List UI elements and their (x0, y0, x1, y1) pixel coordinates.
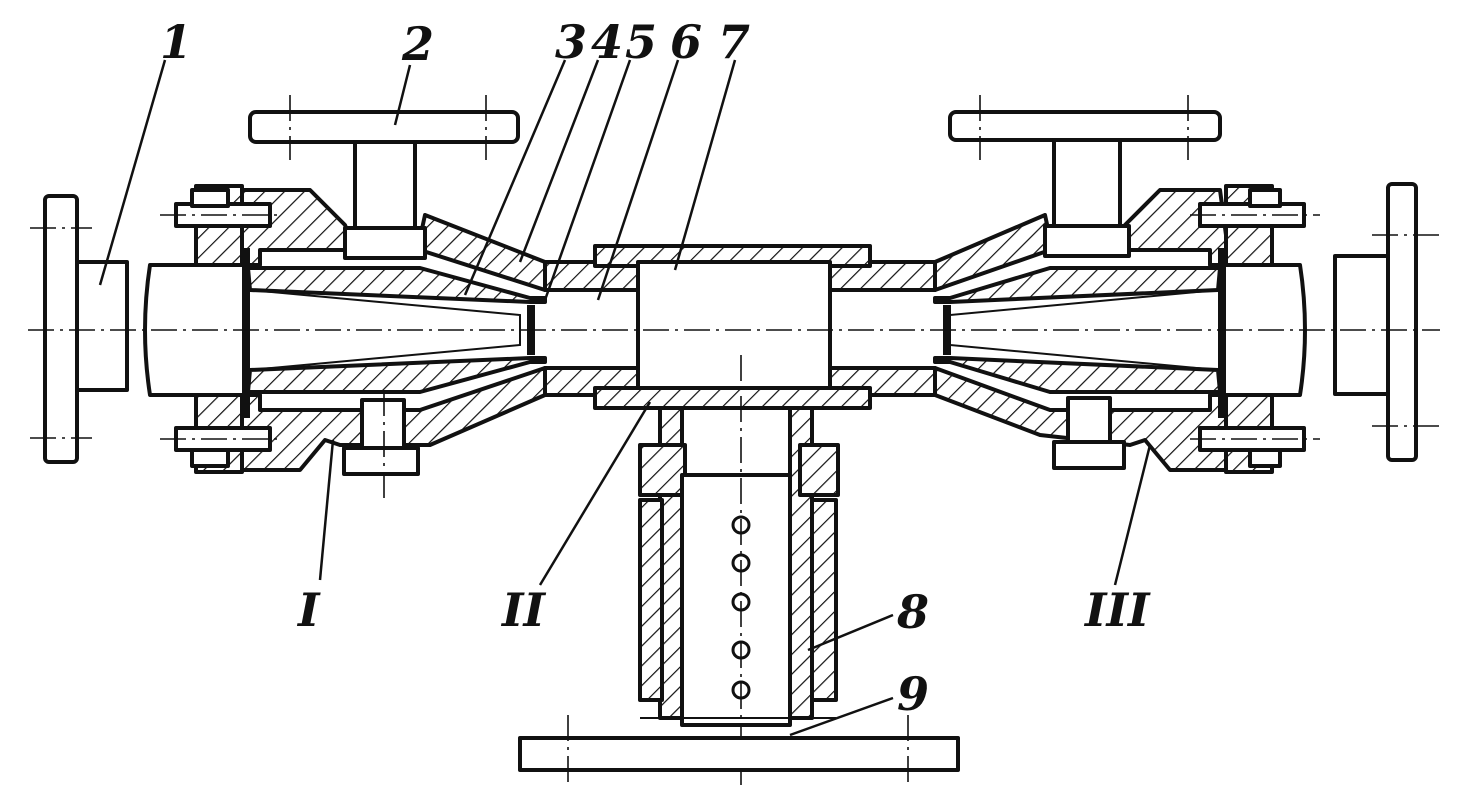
label-4: 4 (591, 15, 623, 69)
right-flange (1333, 182, 1440, 462)
left-bolts (160, 188, 280, 468)
part-labels: 1 2 3 4 5 6 7 8 9 I II III (160, 15, 1151, 721)
label-6: 6 (670, 15, 702, 69)
label-1: 1 (160, 15, 192, 69)
vertical-outlet (518, 355, 960, 785)
right-bolts (1190, 188, 1320, 468)
right-drain-plug (1052, 396, 1126, 470)
label-I: I (296, 583, 321, 637)
left-drain-plug (342, 390, 420, 500)
left-flange (30, 194, 129, 464)
mixing-chamber (543, 244, 937, 410)
right-valve (948, 95, 1222, 258)
left-valve (248, 95, 520, 260)
leader-lines (98, 59, 1152, 737)
label-3: 3 (555, 15, 587, 69)
label-III: III (1083, 583, 1151, 637)
label-7: 7 (718, 15, 750, 69)
label-8: 8 (896, 585, 929, 639)
label-9: 9 (897, 667, 929, 721)
label-5: 5 (625, 15, 657, 69)
label-2: 2 (401, 17, 434, 71)
label-II: II (500, 583, 547, 637)
